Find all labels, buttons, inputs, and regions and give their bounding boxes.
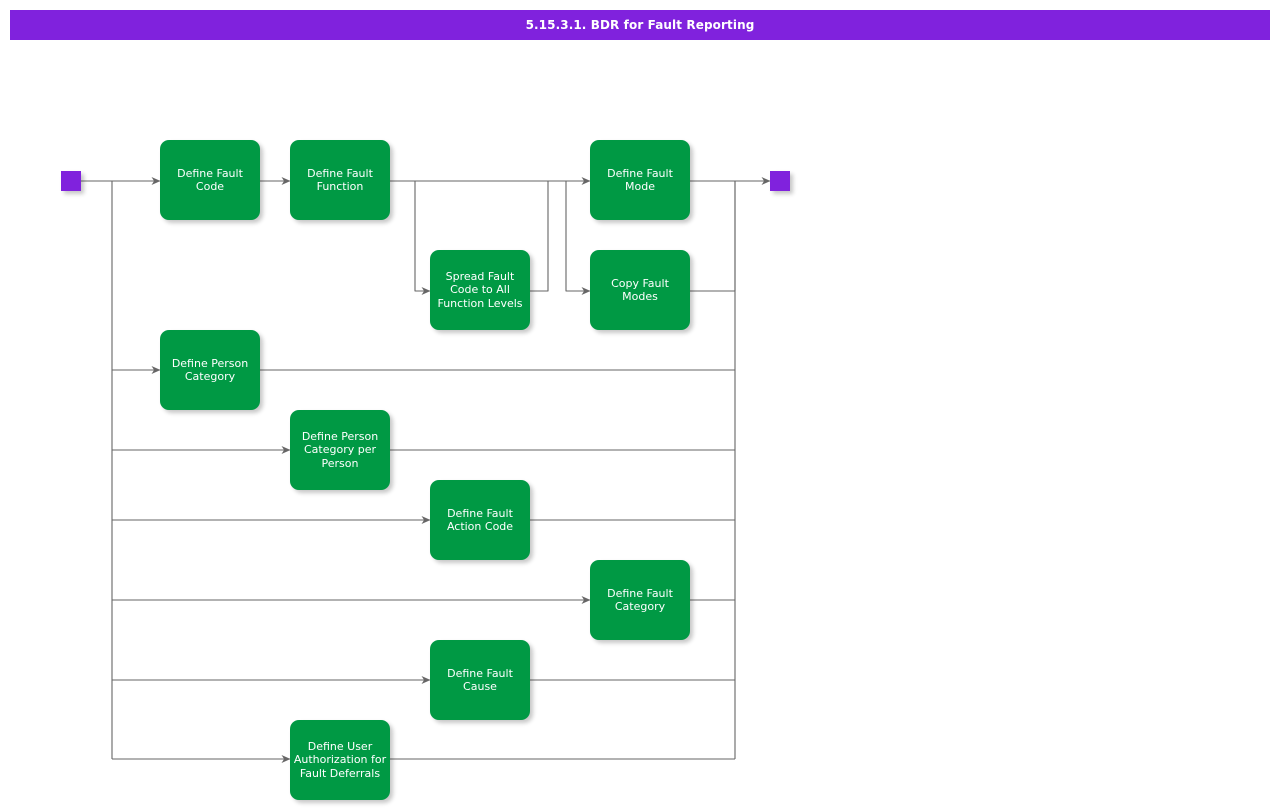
node-label: Define Fault Mode: [607, 166, 673, 194]
edge-spread-fault-code-to-define-fault-mode: [530, 181, 549, 292]
node-define-fault-mode[interactable]: Define Fault Mode: [590, 140, 690, 220]
edge-copy-fault-modes-to-end: [690, 181, 736, 292]
edge-define-fault-function-to-copy-fault-modes: [565, 181, 591, 295]
node-define-user-authorization-for-fault-deferrals[interactable]: Define User Authorization for Fault Defe…: [290, 720, 390, 800]
node-spread-fault-code-to-all-function-levels[interactable]: Spread Fault Code to All Function Levels: [430, 250, 530, 330]
edge-layer: [81, 177, 771, 763]
node-define-fault-cause[interactable]: Define Fault Cause: [430, 640, 530, 720]
node-define-fault-action-code[interactable]: Define Fault Action Code: [430, 480, 530, 560]
node-label: Define Person Category: [171, 356, 249, 384]
node-label: Copy Fault Modes: [611, 276, 669, 304]
diagram-canvas: Define Fault Code Define Fault Function …: [0, 40, 1280, 810]
node-label: Define Fault Category: [607, 586, 673, 614]
node-define-fault-category[interactable]: Define Fault Category: [590, 560, 690, 640]
node-label: Spread Fault Code to All Function Levels: [437, 269, 523, 310]
node-label: Define Person Category per Person: [301, 429, 379, 470]
page-title: 5.15.3.1. BDR for Fault Reporting: [525, 18, 755, 32]
end-terminal[interactable]: [770, 171, 790, 191]
node-define-fault-function[interactable]: Define Fault Function: [290, 140, 390, 220]
node-define-person-category-per-person[interactable]: Define Person Category per Person: [290, 410, 390, 490]
node-label: Define Fault Action Code: [446, 506, 514, 534]
node-define-person-category[interactable]: Define Person Category: [160, 330, 260, 410]
node-label: Define Fault Function: [307, 166, 373, 194]
node-define-fault-code[interactable]: Define Fault Code: [160, 140, 260, 220]
title-bar: 5.15.3.1. BDR for Fault Reporting: [10, 10, 1270, 40]
node-label: Define User Authorization for Fault Defe…: [293, 739, 387, 780]
node-label: Define Fault Cause: [447, 666, 513, 694]
edge-define-fault-function-to-spread-fault-code: [414, 181, 431, 295]
start-terminal[interactable]: [61, 171, 81, 191]
node-copy-fault-modes[interactable]: Copy Fault Modes: [590, 250, 690, 330]
node-label: Define Fault Code: [177, 166, 243, 194]
